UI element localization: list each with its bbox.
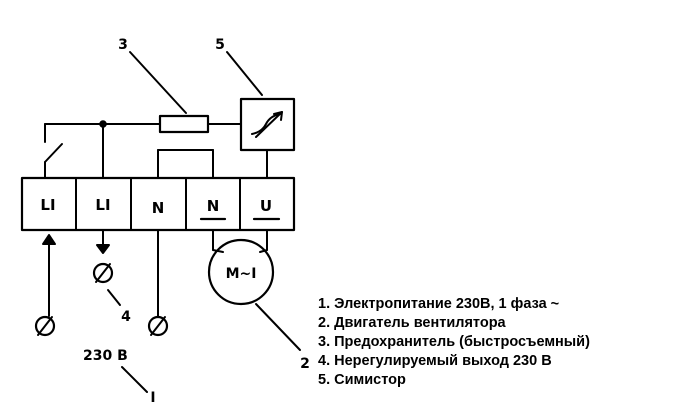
leader-line-3 [129, 51, 187, 114]
leader-line-1 [121, 366, 148, 393]
callout-5: 5 [215, 37, 225, 53]
callout-2: 2 [300, 356, 310, 372]
callout-1: I [150, 390, 155, 406]
legend-item-supply: 1. Электропитание 230В, 1 фаза ~ [318, 296, 560, 312]
terminal-label-l1: LI [40, 196, 55, 214]
legend-item-fuse: 3. Предохранитель (быстросъемный) [318, 334, 590, 350]
output-screw-terminal [92, 262, 114, 284]
fuse [158, 114, 210, 134]
terminal-label-l1-output: LI [95, 196, 110, 214]
output-wire [96, 123, 110, 254]
neutral-bridge [157, 149, 214, 179]
legend-item-triac: 5. Симистор [318, 372, 406, 388]
supply-phase-screw [34, 315, 56, 337]
switch [44, 143, 63, 179]
leader-line-4 [107, 289, 121, 306]
callout-4: 4 [121, 309, 131, 325]
supply-wire [44, 120, 242, 143]
triac [239, 97, 296, 152]
terminal-label-n-switched: N [207, 197, 220, 215]
terminal-label-u: U [260, 197, 272, 215]
supply-neutral-screw [147, 315, 169, 337]
legend-item-motor: 2. Двигатель вентилятора [318, 315, 506, 331]
fan-motor [207, 238, 275, 306]
legend-item-output: 4. Нерегулируемый выход 230 В [318, 353, 552, 369]
terminal-label-n: N [152, 199, 165, 217]
leader-line-5 [226, 51, 263, 96]
supply-voltage-label: 230 В [83, 348, 128, 364]
callout-3: 3 [118, 37, 128, 53]
leader-line-2 [255, 303, 301, 351]
motor-label: M~I [226, 266, 257, 282]
supply-phase-wire [42, 234, 56, 317]
legend: 1. Электропитание 230В, 1 фаза ~ 2. Двиг… [318, 295, 590, 390]
